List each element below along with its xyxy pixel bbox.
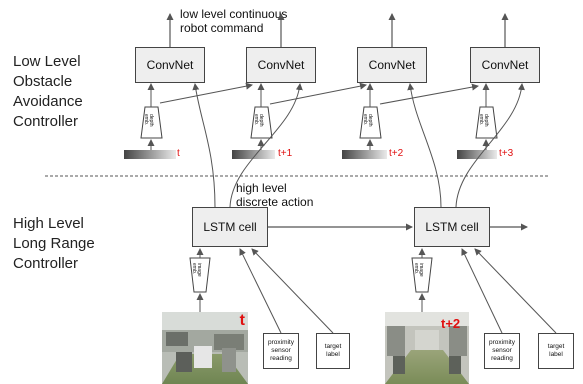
image-emb-trapezoid-2 bbox=[411, 257, 433, 293]
proximity-sensor-box-1: proximity sensor reading bbox=[263, 333, 299, 369]
low-level-controller-label: Low Level Obstacle Avoidance Controller bbox=[13, 53, 83, 130]
time-label-t: t bbox=[177, 148, 180, 159]
target-to-lstm-2 bbox=[474, 248, 557, 334]
discrete-action-annotation: high level discrete action bbox=[236, 181, 314, 209]
target-label-box-1: target label bbox=[316, 333, 350, 369]
depth-emb-text-1: depthemb. bbox=[143, 114, 154, 127]
proximity-to-lstm-1 bbox=[239, 248, 282, 334]
camera-image-t: t bbox=[162, 312, 248, 384]
convnet-box-1: ConvNet bbox=[135, 47, 205, 83]
convnet-link-1-2 bbox=[159, 82, 253, 104]
convnet-link-3-4 bbox=[379, 83, 479, 105]
image-emb-text-1: imageemb. bbox=[191, 263, 202, 277]
lstm1-to-convnet2 bbox=[229, 83, 303, 208]
convnet-box-3: ConvNet bbox=[357, 47, 427, 83]
depth-emb-text-4: depthemb. bbox=[478, 114, 489, 127]
target-to-lstm-1 bbox=[251, 248, 334, 334]
camera-image-t2: t+2 bbox=[385, 312, 469, 384]
proximity-sensor-box-2: proximity sensor reading bbox=[484, 333, 520, 369]
proximity-to-lstm-2 bbox=[461, 248, 503, 334]
depth-emb-trapezoid-2 bbox=[250, 106, 273, 139]
robot-command-annotation: low level continuous robot command bbox=[180, 7, 288, 35]
convnet-link-2-3 bbox=[269, 82, 367, 105]
depth-input-bar-t bbox=[124, 150, 176, 159]
convnet-box-4: ConvNet bbox=[470, 47, 540, 83]
lstm2-to-convnet3 bbox=[407, 83, 442, 208]
image-emb-trapezoid-1 bbox=[189, 257, 211, 293]
lstm2-to-convnet4 bbox=[455, 83, 525, 208]
photo-time-label-t: t bbox=[239, 312, 245, 329]
depth-input-bar-t1 bbox=[232, 150, 275, 159]
lstm1-to-convnet1 bbox=[192, 83, 216, 208]
convnet-box-2: ConvNet bbox=[246, 47, 316, 83]
depth-input-bar-t2 bbox=[342, 150, 387, 159]
depth-emb-text-2: depthemb. bbox=[253, 114, 264, 127]
lstm-cell-1: LSTM cell bbox=[192, 207, 268, 247]
time-label-t2: t+2 bbox=[389, 148, 404, 159]
office-photo-t-icon bbox=[162, 312, 248, 384]
image-emb-text-2: imageemb. bbox=[413, 263, 424, 277]
office-photo-t2-icon bbox=[385, 312, 469, 384]
photo-time-label-t2: t+2 bbox=[441, 316, 461, 331]
high-level-controller-label: High Level Long Range Controller bbox=[13, 215, 95, 272]
depth-input-bar-t3 bbox=[457, 150, 497, 159]
time-label-t1: t+1 bbox=[278, 148, 293, 159]
lstm-cell-2: LSTM cell bbox=[414, 207, 490, 247]
depth-emb-trapezoid-4 bbox=[475, 106, 498, 139]
depth-emb-trapezoid-1 bbox=[140, 106, 163, 139]
target-label-box-2: target label bbox=[538, 333, 574, 369]
depth-emb-text-3: depthemb. bbox=[362, 114, 373, 127]
time-label-t3: t+3 bbox=[499, 148, 514, 159]
depth-emb-trapezoid-3 bbox=[359, 106, 382, 139]
